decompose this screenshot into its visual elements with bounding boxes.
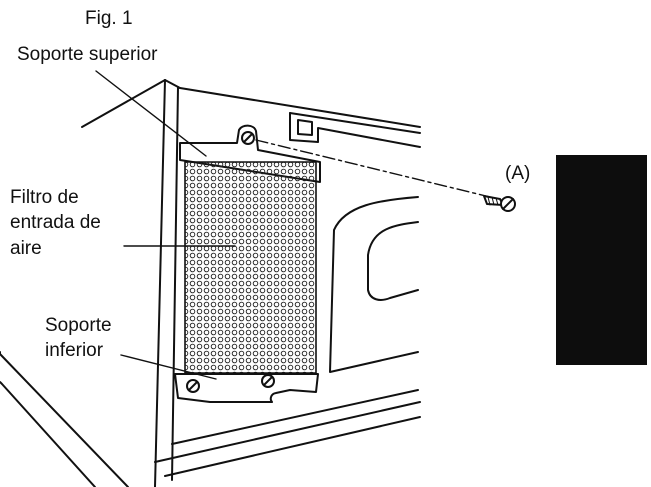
screw-a bbox=[255, 139, 516, 212]
screw-label: (A) bbox=[505, 163, 531, 184]
cabinet-outline bbox=[0, 79, 421, 487]
lower-bracket-label-line1: Soporte bbox=[45, 315, 112, 336]
filter-label-line1: Filtro de bbox=[10, 187, 79, 208]
lower-bracket bbox=[174, 373, 319, 403]
filter-mesh bbox=[184, 161, 317, 374]
filter-label-line2: entrada de bbox=[10, 212, 101, 233]
filter-label-line3: aire bbox=[10, 238, 42, 259]
side-opening bbox=[329, 196, 419, 373]
lower-bracket-label-line2: inferior bbox=[45, 340, 104, 361]
leader-lines bbox=[95, 70, 236, 380]
upper-bracket-label: Soporte superior bbox=[17, 44, 158, 65]
black-redaction-block bbox=[556, 155, 647, 365]
top-panel bbox=[289, 112, 421, 148]
figure-caption: Fig. 1 bbox=[85, 8, 133, 29]
